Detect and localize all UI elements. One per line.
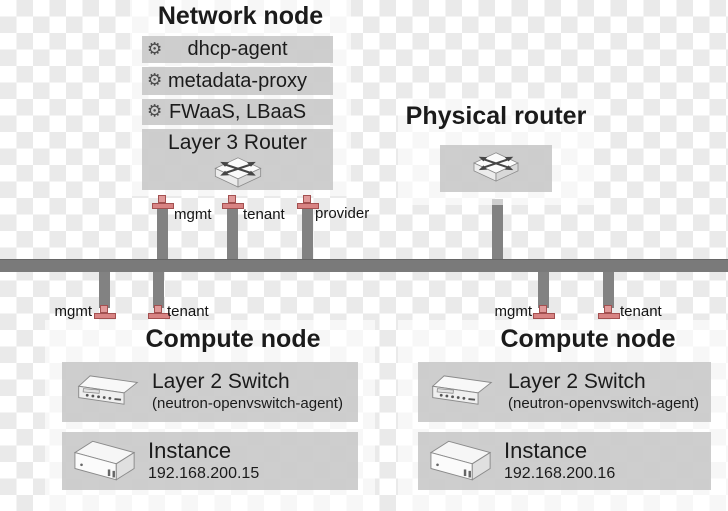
nic-connector-icon <box>152 195 174 210</box>
instance-box: Instance 192.168.200.15 <box>62 432 358 490</box>
instance-text: Instance 192.168.200.16 <box>504 438 615 483</box>
compute1-mgmt-cable <box>99 272 110 308</box>
port-label-mgmt: mgmt <box>174 206 212 223</box>
nic-connector-icon <box>297 195 319 210</box>
service-label: dhcp-agent <box>187 38 288 60</box>
nic-connector-icon <box>598 305 620 320</box>
gear-icon: ⚙ <box>147 101 163 122</box>
network-bus <box>0 259 728 272</box>
layer2-switch-box: Layer 2 Switch (neutron-openvswitch-agen… <box>418 362 711 422</box>
compute1-tenant-cable <box>153 272 164 308</box>
instance-text: Instance 192.168.200.15 <box>148 438 259 483</box>
switch-text: Layer 2 Switch (neutron-openvswitch-agen… <box>152 370 343 412</box>
instance-ip: 192.168.200.15 <box>148 465 260 482</box>
compute-node-2-box: Compute node Layer 2 Switch (neutron-ope… <box>398 320 728 511</box>
service-metadata-proxy: ⚙ metadata-proxy <box>142 67 333 95</box>
instance-label: Instance <box>504 438 588 463</box>
nic-connector-icon <box>148 305 170 320</box>
port-label-provider: provider <box>315 205 370 222</box>
network-tenant-cable <box>227 206 238 259</box>
switch-icon <box>76 374 140 408</box>
network-provider-cable <box>302 206 313 259</box>
physical-router-title: Physical router <box>405 102 587 130</box>
router-cable <box>492 199 503 259</box>
port-label-mgmt: mgmt <box>494 303 533 320</box>
nic-connector-icon <box>94 305 116 320</box>
gear-icon: ⚙ <box>147 39 163 59</box>
router-icon <box>212 157 264 191</box>
layer2-switch-box: Layer 2 Switch (neutron-openvswitch-agen… <box>62 362 358 422</box>
network-mgmt-cable <box>157 206 168 259</box>
nic-connector-icon <box>533 305 555 320</box>
instance-box: Instance 192.168.200.16 <box>418 432 711 490</box>
server-icon <box>430 439 492 483</box>
switch-agent-label: (neutron-openvswitch-agent) <box>152 395 343 412</box>
network-node-box: Network node ⚙ dhcp-agent ⚙ metadata-pro… <box>130 0 351 196</box>
port-label-mgmt: mgmt <box>54 303 93 320</box>
switch-label: Layer 2 Switch <box>508 370 646 393</box>
switch-label: Layer 2 Switch <box>152 370 290 393</box>
compute-node-1-box: Compute node Layer 2 Switch (neutron-ope… <box>45 320 375 511</box>
gear-icon: ⚙ <box>147 70 163 91</box>
service-dhcp-agent: ⚙ dhcp-agent <box>142 36 333 63</box>
compute2-mgmt-cable <box>538 272 549 308</box>
instance-ip: 192.168.200.16 <box>504 465 616 482</box>
compute-node-title: Compute node <box>500 325 676 353</box>
port-label-tenant: tenant <box>167 303 209 320</box>
port-label-tenant: tenant <box>243 206 285 223</box>
switch-agent-label: (neutron-openvswitch-agent) <box>508 395 699 412</box>
switch-text: Layer 2 Switch (neutron-openvswitch-agen… <box>508 370 699 412</box>
service-fwaas-lbaas: ⚙ FWaaS, LBaaS <box>142 99 333 125</box>
compute-node-title: Compute node <box>145 325 321 353</box>
service-label: metadata-proxy <box>168 69 307 92</box>
physical-router-box: Physical router <box>398 98 594 205</box>
compute2-tenant-cable <box>603 272 614 308</box>
switch-icon <box>430 374 494 408</box>
network-node-title: Network node <box>157 2 324 30</box>
server-icon <box>74 439 136 483</box>
port-label-tenant: tenant <box>620 303 662 320</box>
physical-router-icon-box <box>440 145 552 192</box>
layer3-router-label: Layer 3 Router <box>168 131 307 154</box>
nic-connector-icon <box>222 195 244 210</box>
layer3-router-box: Layer 3 Router <box>142 129 333 190</box>
router-icon <box>471 152 521 185</box>
instance-label: Instance <box>148 438 232 463</box>
service-label: FWaaS, LBaaS <box>168 100 307 123</box>
